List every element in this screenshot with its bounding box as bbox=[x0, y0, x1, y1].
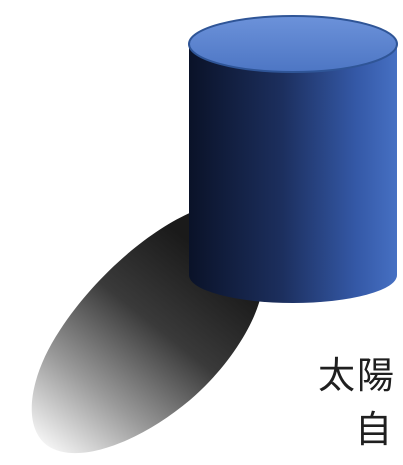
caption-line-2: 自 bbox=[355, 408, 394, 451]
cylinder-top bbox=[188, 15, 398, 73]
cylinder-body bbox=[189, 44, 397, 303]
caption-line-1: 太陽 bbox=[318, 354, 396, 397]
